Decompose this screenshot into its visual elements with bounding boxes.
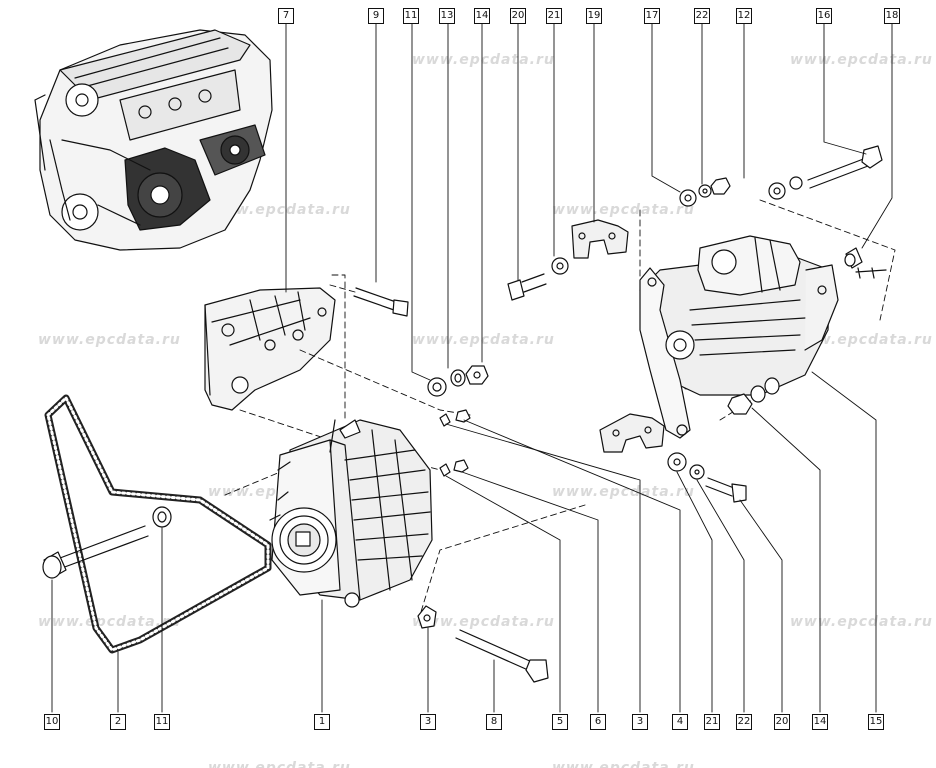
callout-label: 3: [420, 714, 436, 730]
starter-motor: [639, 235, 839, 439]
alternator-bracket: [204, 287, 336, 411]
callout-label: 21: [546, 8, 562, 24]
callout-label: 12: [736, 8, 752, 24]
engine-illustration: [34, 29, 273, 251]
callout-label: 15: [868, 714, 884, 730]
callout-label: 5: [552, 714, 568, 730]
bolt: [705, 477, 747, 503]
callout-label: 21: [704, 714, 720, 730]
callout-label: 14: [812, 714, 828, 730]
callout-label: 2: [110, 714, 126, 730]
callout-label: 3: [632, 714, 648, 730]
callout-label: 13: [439, 8, 455, 24]
callout-label: 20: [510, 8, 526, 24]
callout-label: 14: [474, 8, 490, 24]
bolt: [768, 145, 883, 200]
lock-washer: [417, 605, 437, 629]
callout-label: 20: [774, 714, 790, 730]
callout-label: 19: [586, 8, 602, 24]
washer: [551, 257, 569, 275]
washer: [152, 506, 172, 528]
drive-belt: [44, 394, 272, 654]
nut-washer-set: [727, 377, 780, 415]
spacer: [844, 247, 887, 279]
bolt: [507, 273, 547, 301]
washer-set: [667, 452, 705, 480]
callout-label: 22: [694, 8, 710, 24]
bracket: [599, 413, 665, 453]
washer-set: [427, 365, 489, 397]
long-bolt: [42, 525, 149, 579]
callout-label: 7: [278, 8, 294, 24]
callout-label: 11: [154, 714, 170, 730]
callout-label: 1: [314, 714, 330, 730]
callout-label: 6: [590, 714, 606, 730]
alternator: [269, 419, 433, 608]
callout-label: 22: [736, 714, 752, 730]
callout-label: 10: [44, 714, 60, 730]
bolt: [455, 629, 549, 683]
callout-label: 18: [884, 8, 900, 24]
small-nuts: [439, 409, 471, 477]
callout-label: 11: [403, 8, 419, 24]
bolt: [353, 287, 409, 317]
washer-set: [679, 177, 731, 207]
callout-label: 8: [486, 714, 502, 730]
bracket: [571, 219, 629, 259]
callout-label: 16: [816, 8, 832, 24]
callout-label: 9: [368, 8, 384, 24]
callout-label: 17: [644, 8, 660, 24]
callout-label: 4: [672, 714, 688, 730]
